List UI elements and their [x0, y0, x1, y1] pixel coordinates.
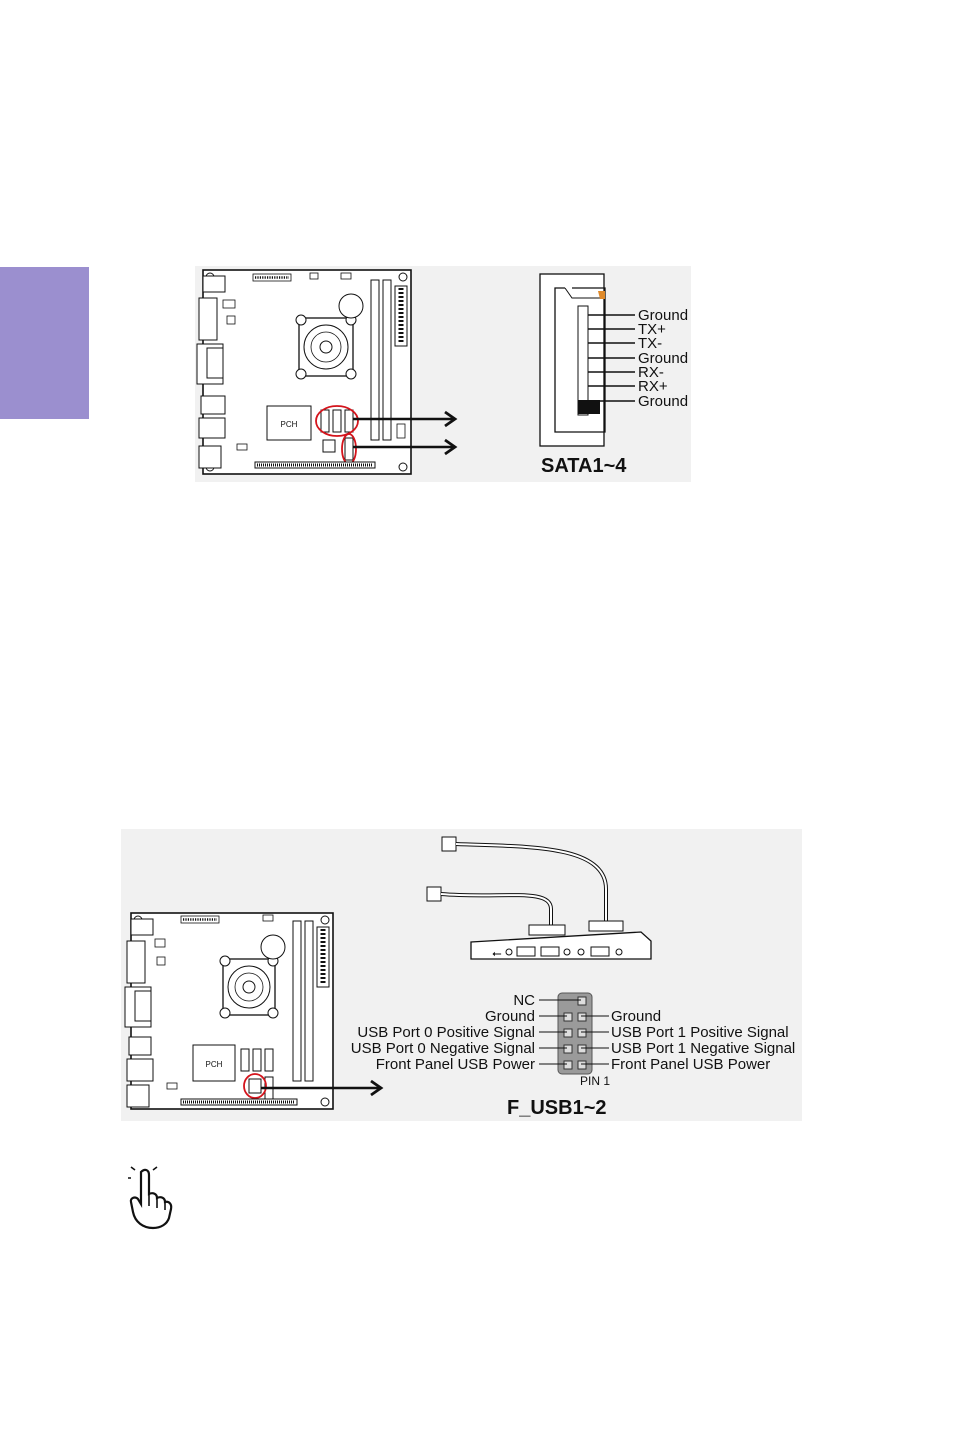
- sata-caption: SATA1~4: [541, 455, 627, 477]
- usb-figure: PCH ⭠: [121, 829, 802, 1121]
- sata-figure: PCH: [195, 266, 691, 482]
- usb-icon: ⭠: [492, 946, 502, 960]
- usb-right-pin-3: USB Port 1 Negative Signal: [611, 1040, 795, 1057]
- usb-right-pin-1: Ground: [611, 1008, 661, 1025]
- sata-pin-7: Ground: [638, 393, 688, 410]
- usb-bracket-diagram: ⭠: [427, 837, 651, 960]
- sata-connector-diagram: Ground TX+ TX- Ground RX- RX+ Ground: [540, 274, 688, 446]
- motherboard-diagram: PCH: [197, 270, 411, 474]
- sata-diagram: PCH: [195, 266, 691, 482]
- pch-label: PCH: [281, 420, 298, 429]
- pointing-hand-icon: [127, 1166, 177, 1230]
- pch-label-usb: PCH: [206, 1060, 223, 1069]
- usb-left-pin-4: USB Port 0 Negative Signal: [351, 1040, 535, 1057]
- usb-diagram: PCH ⭠: [121, 829, 802, 1121]
- usb-right-pin-2: USB Port 1 Positive Signal: [611, 1024, 789, 1041]
- usb-left-pin-2: Ground: [485, 1008, 535, 1025]
- usb-right-pin-4: Front Panel USB Power: [611, 1056, 770, 1073]
- f-usb-header-diagram: NC Ground USB Port 0 Positive Signal USB…: [351, 992, 796, 1088]
- usb-caption: F_USB1~2: [507, 1097, 607, 1119]
- usb-left-pin-1: NC: [513, 992, 535, 1009]
- usb-left-pin-3: USB Port 0 Positive Signal: [357, 1024, 535, 1041]
- motherboard-diagram-usb: PCH: [125, 913, 333, 1109]
- chapter-side-tab: [0, 267, 89, 419]
- usb-left-pin-5: Front Panel USB Power: [376, 1056, 535, 1073]
- pin1-label: PIN 1: [580, 1074, 610, 1088]
